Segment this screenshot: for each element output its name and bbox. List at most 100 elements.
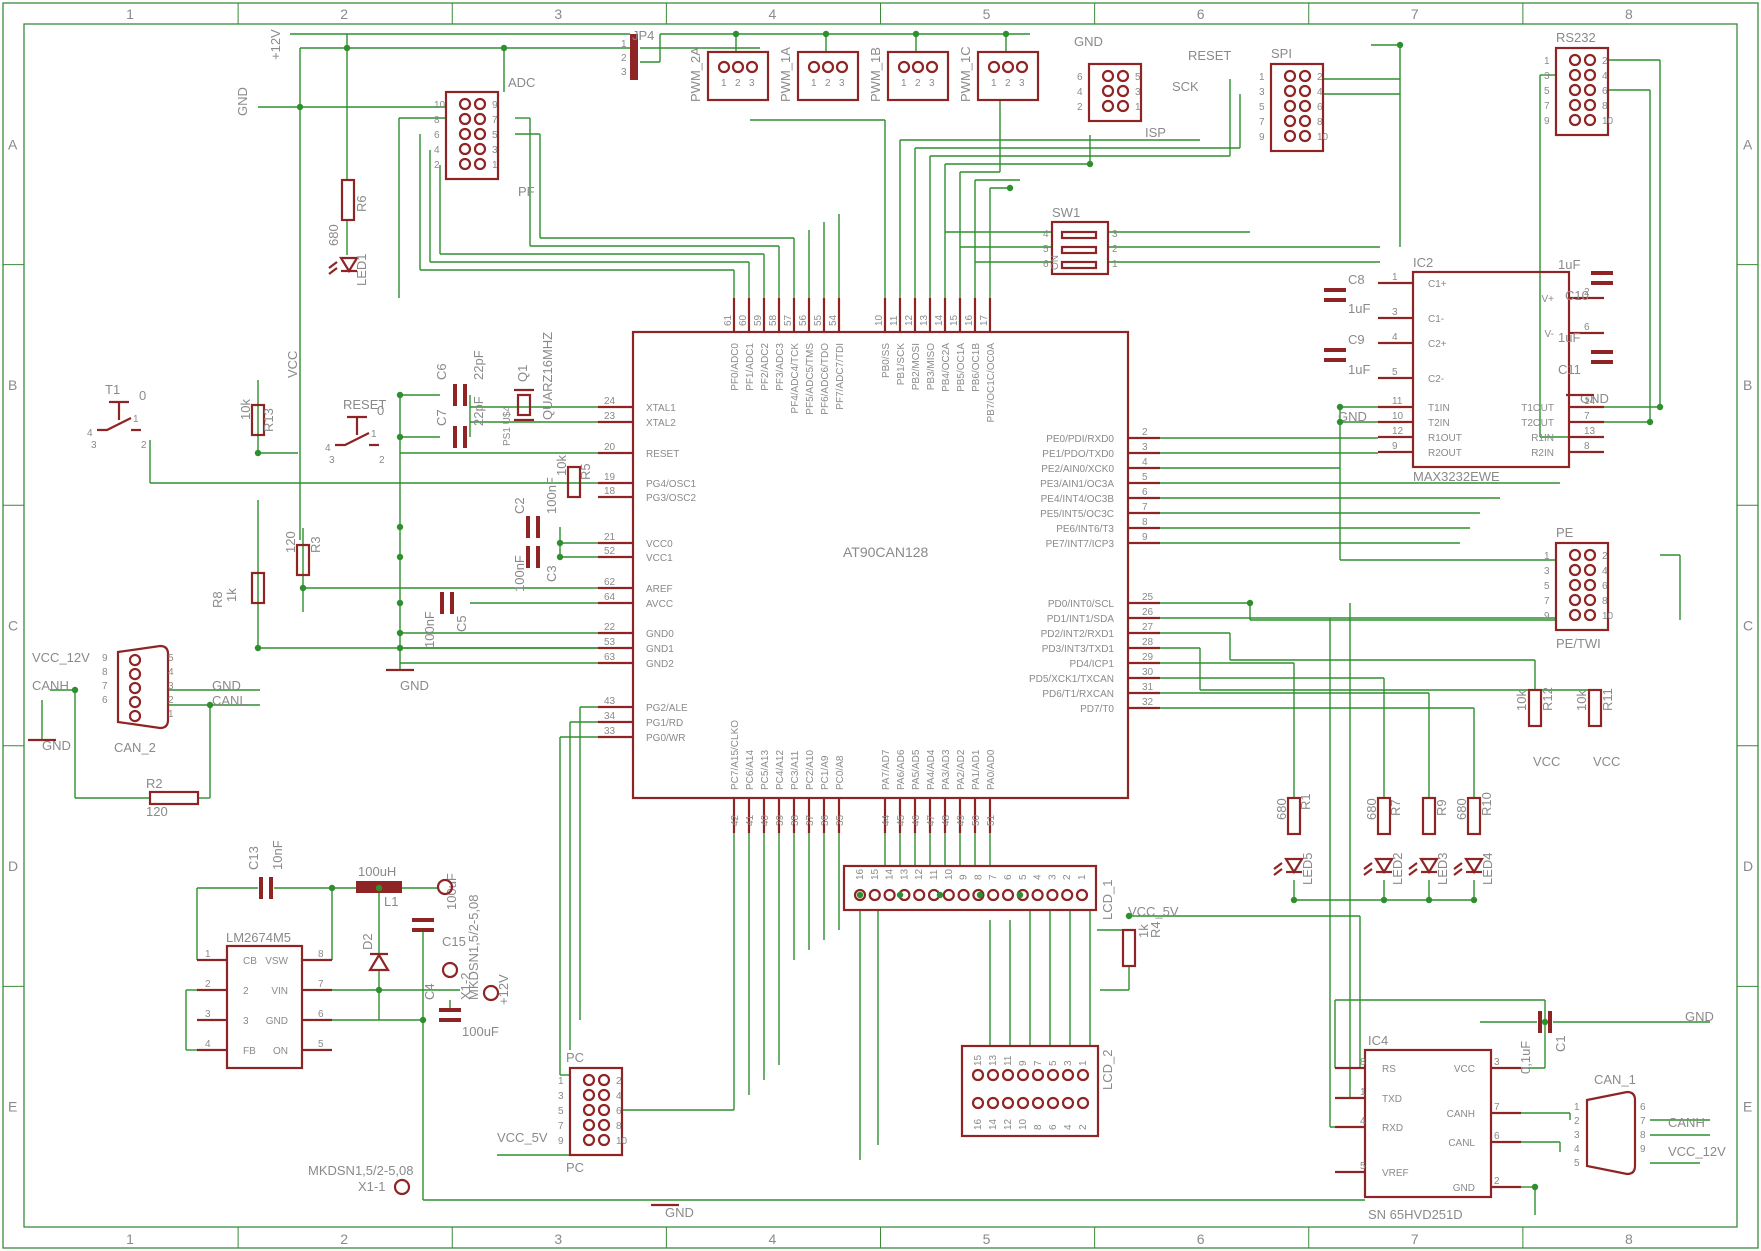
can2-pin xyxy=(128,709,142,723)
lcd1-pin xyxy=(942,888,955,902)
cap-c13[interactable] xyxy=(259,877,273,899)
adc-header-pin-number: 6 xyxy=(434,130,440,141)
pwm-header-body xyxy=(706,50,770,102)
led5-label: LED5 xyxy=(1300,852,1315,885)
net-label-gnd: GND xyxy=(212,678,241,693)
resistor-r3[interactable] xyxy=(295,543,311,577)
resistor-r5[interactable] xyxy=(566,465,582,499)
reg-pin-number: 2 xyxy=(205,979,211,990)
c11-ref: C11 xyxy=(1558,362,1581,377)
button-t1-pin-number: 1 xyxy=(133,414,139,425)
cap-c8[interactable] xyxy=(1324,288,1346,302)
mcu-pin-number: 9 xyxy=(1142,532,1148,543)
mcu-pin-number: 4 xyxy=(1142,457,1148,468)
resistor-r12[interactable] xyxy=(1527,688,1543,728)
reg-pin-name: CB xyxy=(243,956,257,967)
cap-c7[interactable] xyxy=(453,426,467,448)
r9-value: 680 xyxy=(1454,798,1469,820)
cap-c10[interactable] xyxy=(1591,271,1613,285)
lcd2-pin-number: 9 xyxy=(1018,1060,1029,1066)
mcu-pin-name: PF4/ADC4/TCK xyxy=(790,343,801,414)
max3232-ic2[interactable]: IC2 MAX3232EWE 1C1+3C1-4C2+5C2-11T1IN10T… xyxy=(1378,255,1604,484)
mcu-pin-number: 39 xyxy=(775,814,786,826)
ic4-pin-name: VREF xyxy=(1382,1168,1409,1179)
lcd2-pin xyxy=(1046,1096,1060,1110)
junction-dot xyxy=(1531,1183,1539,1191)
mcu-at90can128[interactable]: AT90CAN128 24XTAL123XTAL220RESET19PG4/OS… xyxy=(598,298,1160,833)
junction-dot xyxy=(254,644,262,652)
resistor-r13[interactable] xyxy=(250,403,266,437)
resistor-r1[interactable] xyxy=(1286,796,1302,836)
sw1-pin-number: 6 xyxy=(1043,259,1049,270)
ic4-pin-name: RS xyxy=(1382,1064,1396,1075)
cap-c9[interactable] xyxy=(1324,348,1346,362)
rs232-header-pin xyxy=(1583,98,1597,112)
pwm-pin xyxy=(987,60,1001,74)
cap-c11[interactable] xyxy=(1591,350,1613,364)
terminal-x1-2[interactable] xyxy=(441,961,459,979)
junction-dot xyxy=(1425,896,1433,904)
r4-value: 1k xyxy=(1136,924,1151,938)
cap-c5[interactable] xyxy=(440,592,454,614)
button-t1-pin-number: 2 xyxy=(141,440,147,451)
terminal-x1-top[interactable] xyxy=(436,878,454,896)
rs232-header-pin xyxy=(1568,113,1582,127)
cap-c1[interactable] xyxy=(1538,1011,1552,1033)
net-label-gnd: GND xyxy=(1580,391,1609,406)
net-label-p12v: +12V xyxy=(496,974,511,1005)
mcu-pin-name: PE7/INT7/ICP3 xyxy=(1046,539,1115,550)
potentiometer-r4[interactable] xyxy=(1121,928,1137,968)
mcu-pin-number: 33 xyxy=(604,726,616,737)
pc-header-pin xyxy=(582,1103,596,1117)
reg-pin-number: 8 xyxy=(318,949,324,960)
resistor-r6[interactable] xyxy=(340,178,356,222)
mcu-pin-number: 41 xyxy=(745,814,756,826)
cap-c9-plate xyxy=(1324,348,1346,352)
lcd1-pin-number: 4 xyxy=(1033,874,1044,880)
ic4-name: SN 65HVD251D xyxy=(1368,1207,1463,1222)
led3-triangle xyxy=(1419,857,1439,875)
mcu-pin-number: 60 xyxy=(738,314,749,326)
cap-c6[interactable] xyxy=(453,384,467,406)
resistor-r11[interactable] xyxy=(1587,688,1603,728)
pe-header-title: PE xyxy=(1556,525,1574,540)
cap-c2[interactable] xyxy=(526,516,540,538)
lcd1-pin-number: 9 xyxy=(959,874,970,880)
can-transceiver-ic4[interactable]: IC4 SN 65HVD251D 8RS1TXD4RXD5VREF3VCC7CA… xyxy=(1335,1033,1521,1222)
resistor-r2[interactable] xyxy=(148,790,200,806)
cap-c15[interactable] xyxy=(412,918,434,932)
junction-dot xyxy=(396,599,404,607)
resistor-r9[interactable] xyxy=(1421,796,1437,836)
cap-c4[interactable] xyxy=(439,1008,461,1022)
cap-c11-plate xyxy=(1591,350,1613,354)
rs232-header-body xyxy=(1554,46,1610,137)
pwm-pin xyxy=(821,60,835,74)
net-label-gnd: GND xyxy=(1074,34,1103,49)
resistor-r10[interactable] xyxy=(1466,796,1482,836)
terminal-x1-1[interactable] xyxy=(393,1178,411,1196)
potentiometer-r8[interactable] xyxy=(250,571,266,605)
frame-col-top: 4 xyxy=(768,6,776,22)
resistor-r7[interactable] xyxy=(1376,796,1392,836)
cap-c3[interactable] xyxy=(526,546,540,568)
